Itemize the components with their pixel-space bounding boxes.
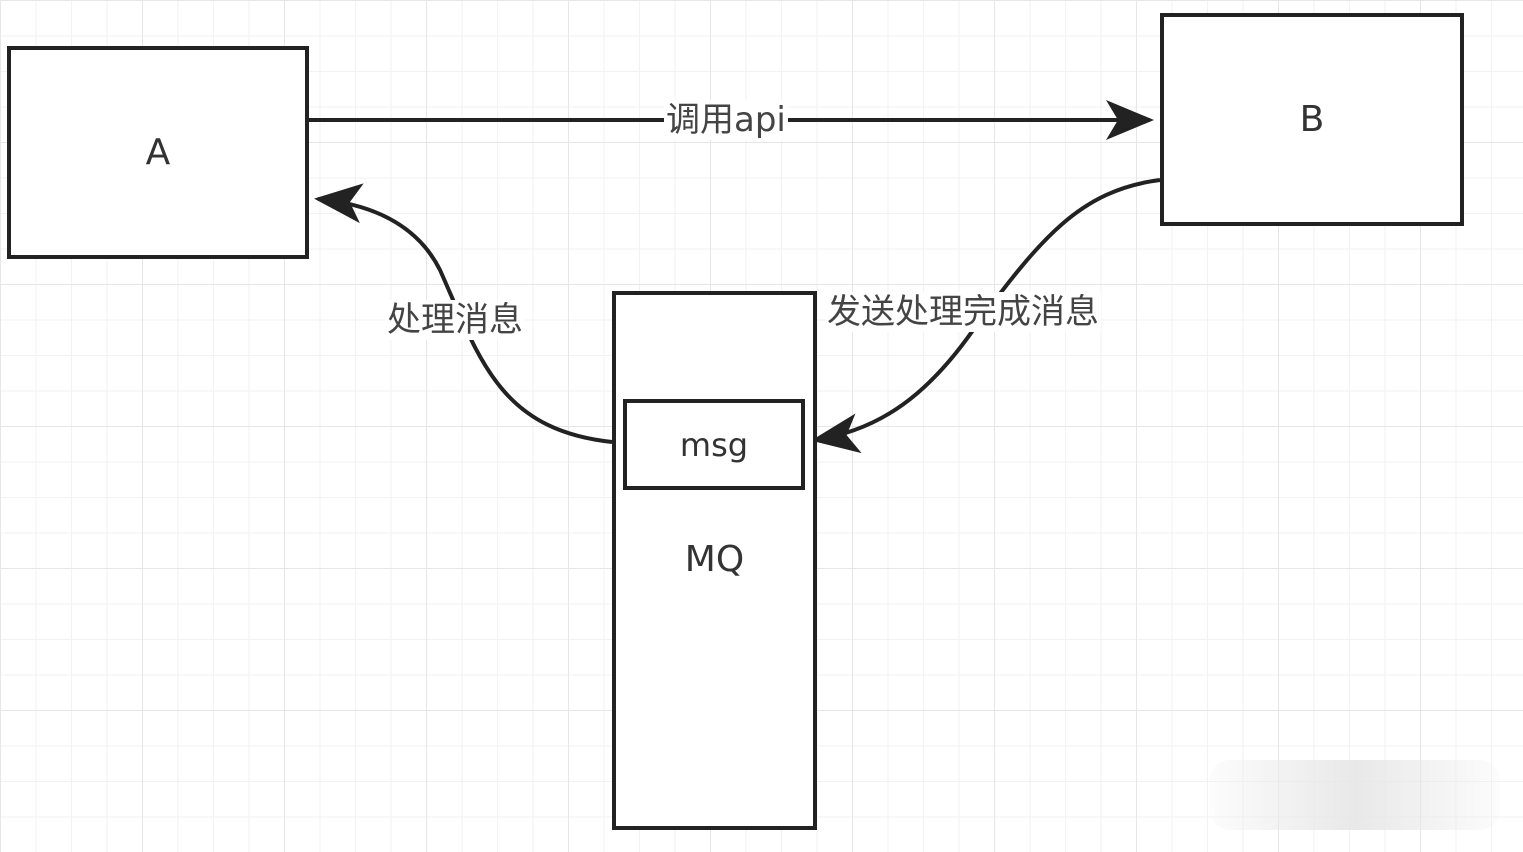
node-mq-label: MQ — [684, 539, 745, 580]
edge-label-call-api: 调用api — [664, 100, 788, 140]
node-a[interactable]: A — [7, 46, 309, 259]
node-msg[interactable]: msg — [623, 399, 805, 490]
edge-label-send-done-message: 发送处理完成消息 — [825, 292, 1101, 332]
node-b[interactable]: B — [1160, 13, 1464, 226]
watermark-blur — [1210, 760, 1500, 830]
edge-label-process-message: 处理消息 — [385, 300, 525, 340]
edge-msg-to-a[interactable] — [314, 183, 613, 444]
node-a-label: A — [145, 132, 171, 173]
node-b-label: B — [1299, 99, 1325, 140]
node-msg-label: msg — [679, 425, 749, 464]
node-mq[interactable]: MQ — [612, 291, 817, 830]
